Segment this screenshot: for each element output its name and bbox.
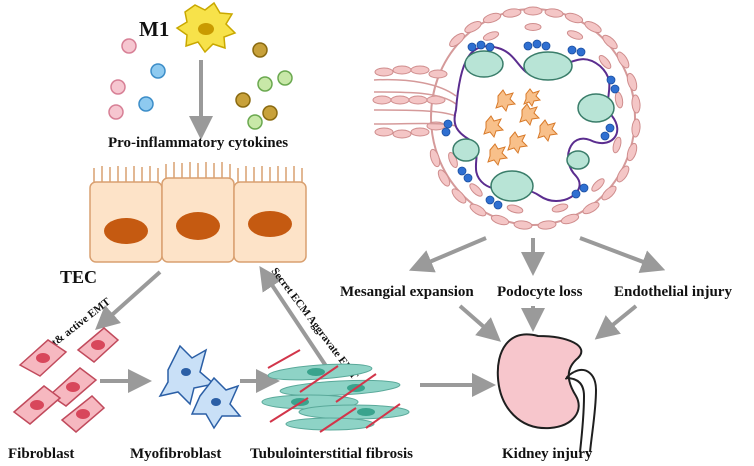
fibrosis-label: Tubulointerstitial fibrosis — [250, 446, 413, 462]
fibroblast-label: Fibroblast — [8, 446, 74, 462]
tec-cells-icon — [89, 162, 307, 263]
arrow-glomerulus-to-endothelial — [579, 236, 666, 273]
kidney-icon — [496, 333, 598, 453]
cytokines-label: Pro-inflammatory cytokines — [108, 135, 288, 151]
arrow-glomerulus-to-mesangial — [408, 236, 487, 273]
endothelial-label: Endothelial injury — [614, 284, 732, 300]
arrow-fibrosis-to-tec — [259, 266, 332, 374]
arrow-mesangial-to-kidney — [458, 304, 502, 342]
fibrosis-icon — [261, 349, 410, 433]
myofibroblast-label: Myofibroblast — [130, 446, 221, 462]
kidney-injury-label: Kidney injury — [502, 446, 593, 462]
cytokine-dots — [108, 38, 293, 130]
arrow-endothelial-to-kidney — [594, 304, 638, 340]
myofibroblast-icon — [158, 344, 242, 430]
fibroblast-icon — [12, 327, 120, 433]
glomerulus-icon — [372, 6, 641, 230]
mesangial-label: Mesangial expansion — [340, 284, 474, 300]
podocyte-label: Podocyte loss — [497, 284, 583, 300]
tec-label: TEC — [60, 267, 97, 287]
m1-macrophage-icon — [175, 1, 237, 54]
m1-label: M1 — [139, 17, 169, 41]
arrow-tec-to-fibroblast — [95, 270, 162, 330]
